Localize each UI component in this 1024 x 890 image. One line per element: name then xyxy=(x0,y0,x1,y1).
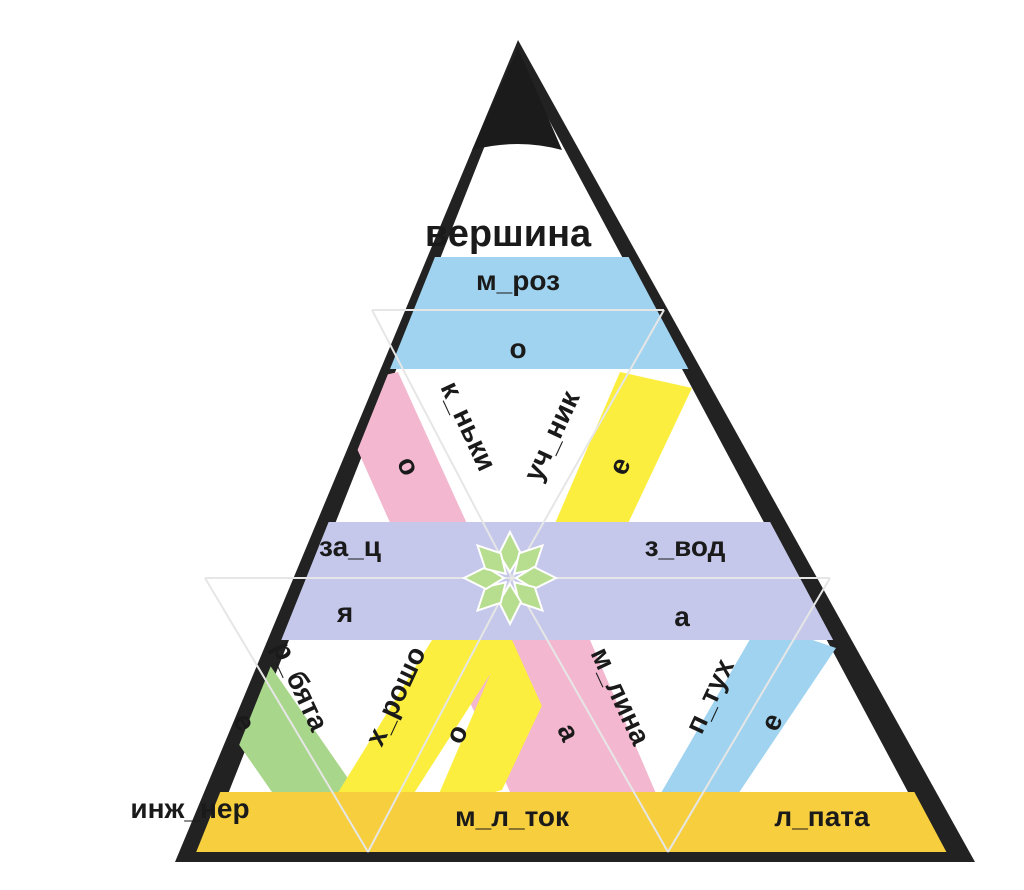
card-letter: я xyxy=(336,597,353,628)
diag-blue-lower xyxy=(650,622,836,812)
card-letter: а xyxy=(674,601,690,632)
diag-pink-lower xyxy=(512,640,664,812)
card-word: з_вод xyxy=(645,531,726,562)
apex-cap xyxy=(472,48,562,150)
band-middle-lavender xyxy=(195,522,948,640)
card-letter: о xyxy=(509,333,526,364)
card-word: инж_нер xyxy=(130,793,249,824)
card-word: м_л_ток xyxy=(455,801,570,832)
diag-yellow-lower xyxy=(326,640,512,812)
card-word: л_пата xyxy=(774,801,870,832)
title: вершина xyxy=(425,213,592,255)
card-word: за_ц xyxy=(319,531,381,562)
card-word: м_роз xyxy=(476,265,560,296)
band-bottom-gold xyxy=(195,792,948,852)
